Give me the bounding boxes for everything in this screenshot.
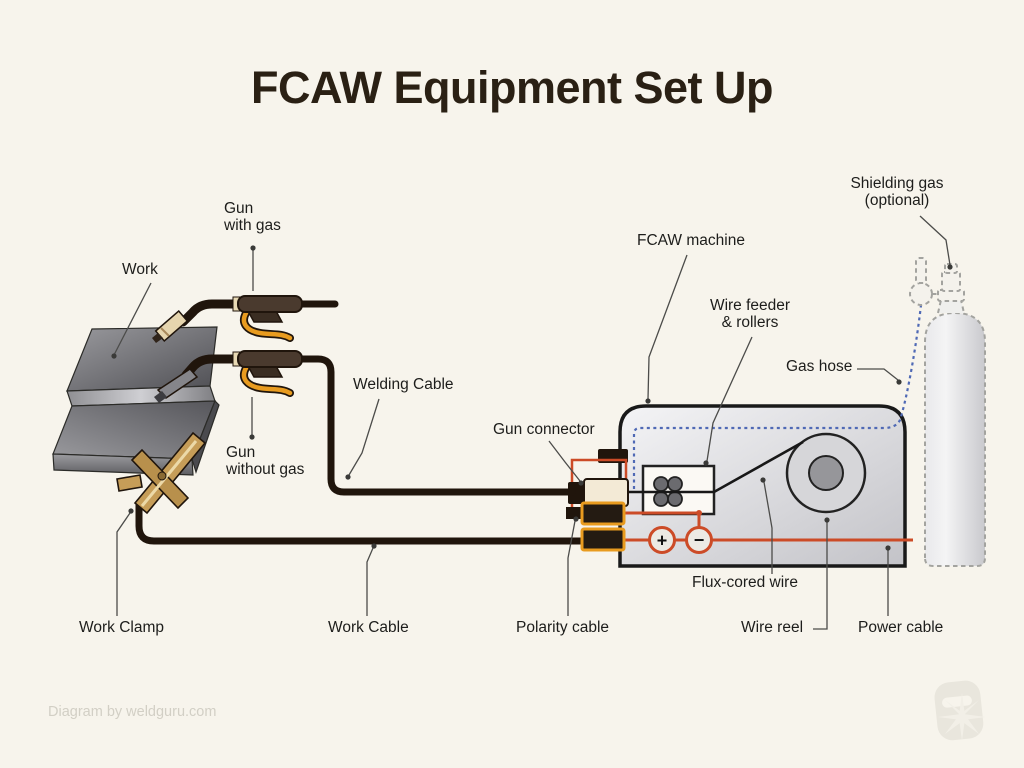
fcaw-machine: + − [566, 304, 923, 568]
label-gun-connector: Gun connector [493, 421, 595, 438]
gun-body [237, 350, 303, 368]
label-work: Work [122, 261, 158, 278]
pointer-lines [111, 215, 953, 630]
weldguru-logo [934, 680, 986, 741]
gas-cylinder [909, 257, 986, 567]
label-gun-with-gas: Gun with gas [224, 200, 281, 235]
gas-hose-line [632, 304, 923, 489]
gun-body [237, 295, 303, 313]
gun-connector-block [566, 449, 629, 552]
polarity-wiring [623, 510, 913, 542]
polarity-terminals: + − [648, 526, 713, 554]
label-work-clamp: Work Clamp [79, 619, 164, 636]
polarity-port-1 [580, 501, 626, 526]
page-title: FCAW Equipment Set Up [251, 62, 774, 113]
label-flux-cored-wire: Flux-cored wire [692, 574, 798, 591]
regulator-gauge [909, 282, 933, 306]
label-wire-feeder: Wire feeder & rollers [709, 297, 791, 332]
gun-trigger [241, 310, 293, 341]
label-gas-hose: Gas hose [786, 358, 853, 375]
minus-icon: − [694, 530, 705, 550]
label-gun-without-gas: Gun without gas [226, 444, 305, 479]
work-clamp [116, 431, 207, 515]
wire-feeder-box [641, 464, 716, 516]
welding-cable-line [298, 355, 576, 496]
label-shielding-gas: Shielding gas (optional) [850, 175, 944, 210]
work-cable-line [135, 499, 588, 545]
gun-trigger [241, 365, 293, 396]
polarity-port-2 [580, 527, 626, 552]
label-welding-cable: Welding Cable [353, 376, 454, 393]
label-power-cable: Power cable [858, 619, 944, 636]
welding-gun-with-gas [152, 295, 339, 343]
wire-reel [785, 432, 867, 514]
bare-nozzle [156, 368, 199, 399]
feed-rollers [653, 476, 683, 507]
spark-icon [938, 693, 986, 741]
label-polarity-cable: Polarity cable [516, 619, 610, 636]
flux-cored-wire-line [628, 440, 804, 494]
label-wire-reel: Wire reel [741, 619, 804, 636]
gas-nozzle [154, 309, 189, 343]
plus-icon: + [657, 531, 668, 551]
cylinder-neck [937, 299, 965, 314]
label-work-cable: Work Cable [328, 619, 409, 636]
welding-gun-without-gas [154, 350, 303, 403]
credit-text: Diagram by weldguru.com [48, 704, 217, 720]
positive-terminal [648, 526, 676, 554]
label-fcaw-machine: FCAW machine [637, 232, 745, 249]
work-piece [52, 326, 220, 476]
negative-terminal [685, 526, 713, 554]
